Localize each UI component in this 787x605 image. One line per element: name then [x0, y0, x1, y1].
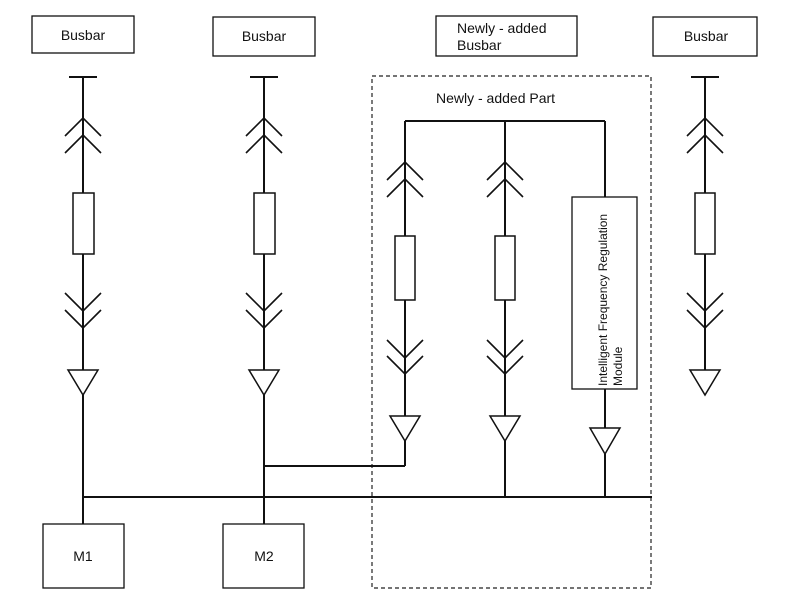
motor-m2-label: M2 — [254, 548, 274, 564]
feeder-2-transformer — [247, 369, 281, 397]
feeder-1-disconnect-lower — [64, 292, 102, 313]
feeder-2-breaker — [253, 192, 276, 255]
branch-c-transformer — [588, 427, 622, 456]
feeder-1-transformer — [66, 369, 100, 397]
branch-a-breaker — [394, 235, 416, 301]
busbar-box-2: Busbar — [212, 16, 316, 57]
new-busbar-box: Newly - added Busbar — [435, 15, 578, 57]
new-busbar-label-line2: Busbar — [457, 37, 502, 53]
feeder-1 — [64, 76, 102, 524]
branch-b-transformer — [488, 415, 522, 443]
new-part-feeders: Intelligent Frequency Regulation Module — [264, 120, 638, 497]
branch-a-disconnect-lower — [386, 339, 424, 360]
intelligent-frequency-regulation-module — [571, 196, 638, 390]
branch-b-disconnect-lower — [486, 339, 524, 360]
module-label-line1: Intelligent Frequency Regulation — [596, 214, 610, 386]
busbar-label-1: Busbar — [61, 27, 106, 43]
busbar-box-4: Busbar — [652, 16, 758, 57]
feeder-1-disconnect-upper — [64, 116, 102, 137]
feeder-4-disconnect-lower — [686, 292, 724, 313]
motor-m1: M1 — [42, 523, 125, 589]
feeder-1-breaker — [72, 192, 95, 255]
newly-added-part-region — [371, 75, 652, 589]
feeder-2-disconnect-upper — [245, 116, 283, 137]
busbar-label-2: Busbar — [242, 28, 287, 44]
motor-m1-label: M1 — [73, 548, 93, 564]
feeder-4 — [686, 76, 724, 397]
feeder-4-breaker — [694, 192, 716, 255]
branch-b-breaker — [494, 235, 516, 301]
feeder-2 — [245, 76, 283, 524]
feeder-4-transformer — [688, 369, 722, 397]
branch-a-transformer — [388, 415, 422, 443]
feeder-2-disconnect-lower — [245, 292, 283, 313]
newly-added-part-label: Newly - added Part — [436, 90, 555, 106]
branch-a-disconnect-upper — [386, 160, 424, 181]
feeder-4-disconnect-upper — [686, 116, 724, 137]
branch-b-disconnect-upper — [486, 160, 524, 181]
motor-m2: M2 — [222, 523, 305, 589]
new-busbar-label-line1: Newly - added — [457, 20, 547, 36]
module-label-line2: Module — [611, 346, 625, 386]
busbar-box-1: Busbar — [31, 15, 135, 54]
busbar-label-4: Busbar — [684, 28, 729, 44]
